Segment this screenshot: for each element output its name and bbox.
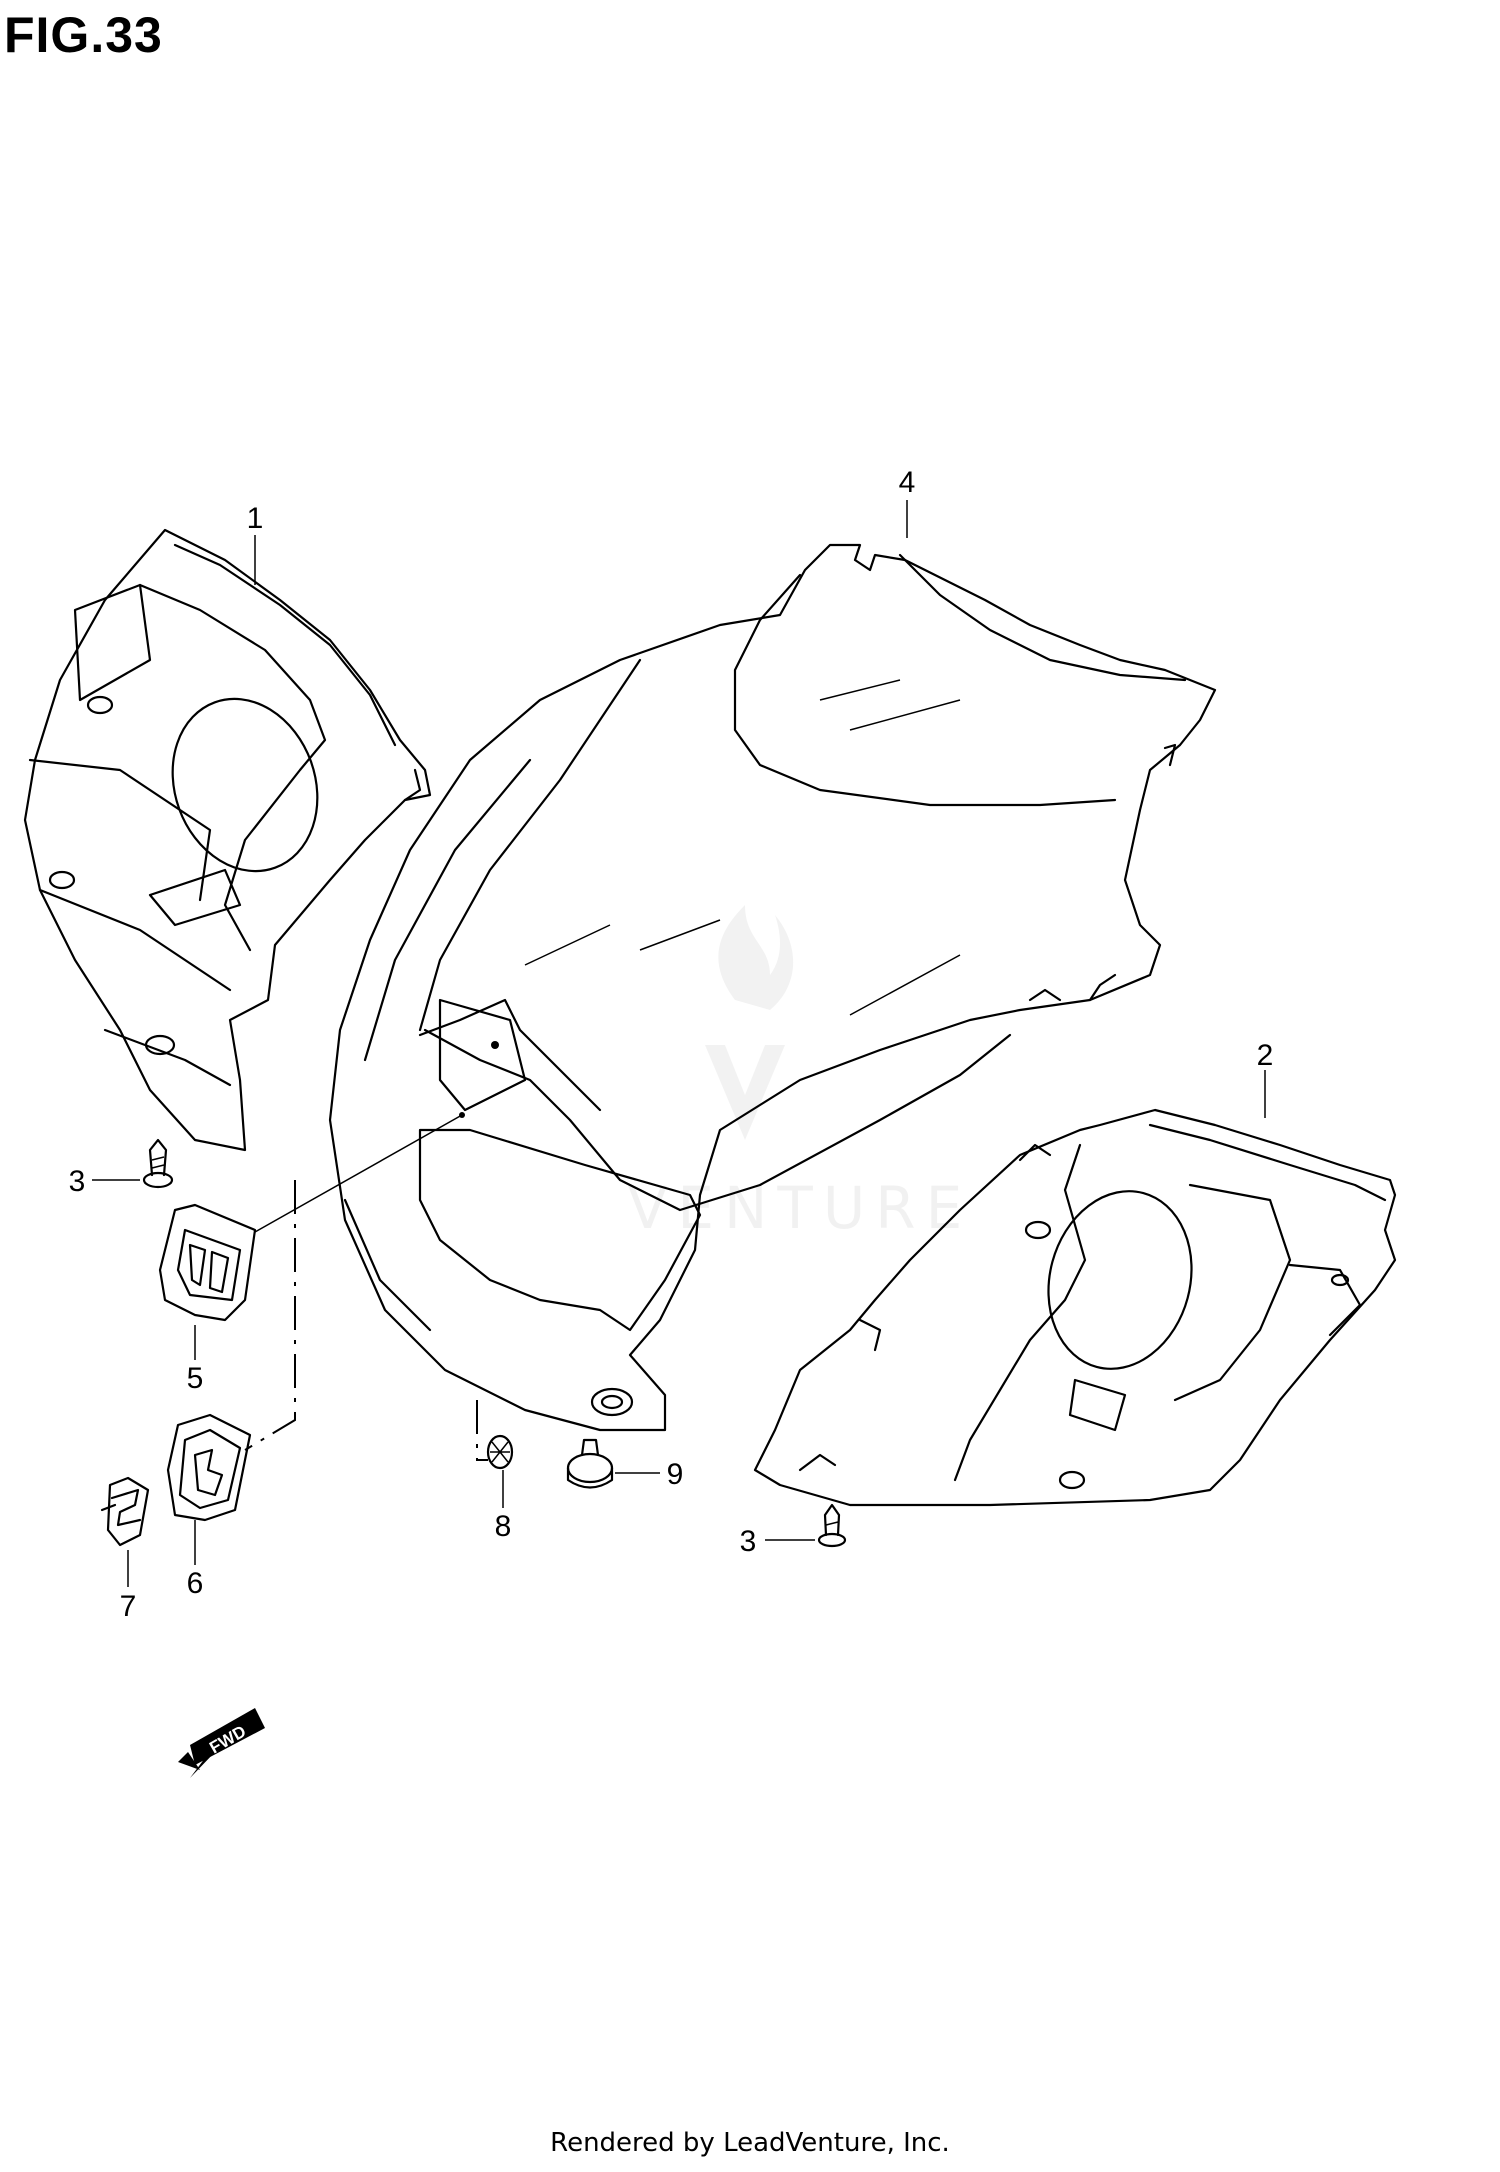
callout-2: 2 [1257,1039,1274,1072]
part-4-front-cowl [328,543,1217,1432]
callout-6: 6 [187,1567,204,1600]
part-8-clip-nut [486,1434,514,1470]
callout-1: 1 [247,502,264,535]
part-3-screw-left [142,1138,174,1189]
part-3-screw-right [817,1503,847,1548]
callout-3-left: 3 [69,1165,86,1198]
part-9-grommet [566,1438,614,1489]
footer-credit: Rendered by LeadVenture, Inc. [550,2128,950,2158]
callout-4: 4 [899,466,916,499]
part-6-emblem-base [166,1413,252,1522]
callout-3-right: 3 [740,1525,757,1558]
part-7-s-emblem [100,1476,150,1547]
part-2-right-inner-panel [753,1108,1397,1507]
part-1-left-inner-panel [23,528,432,1152]
fwd-direction-arrow: FWD [178,1708,265,1778]
callout-9: 9 [667,1458,684,1491]
callout-8: 8 [495,1510,512,1543]
callout-5: 5 [187,1362,204,1395]
part-5-emblem-bezel [158,1203,257,1322]
figure-title: FIG.33 [4,7,163,63]
watermark-text: VENTURE [628,1174,973,1242]
callout-7: 7 [120,1590,137,1623]
